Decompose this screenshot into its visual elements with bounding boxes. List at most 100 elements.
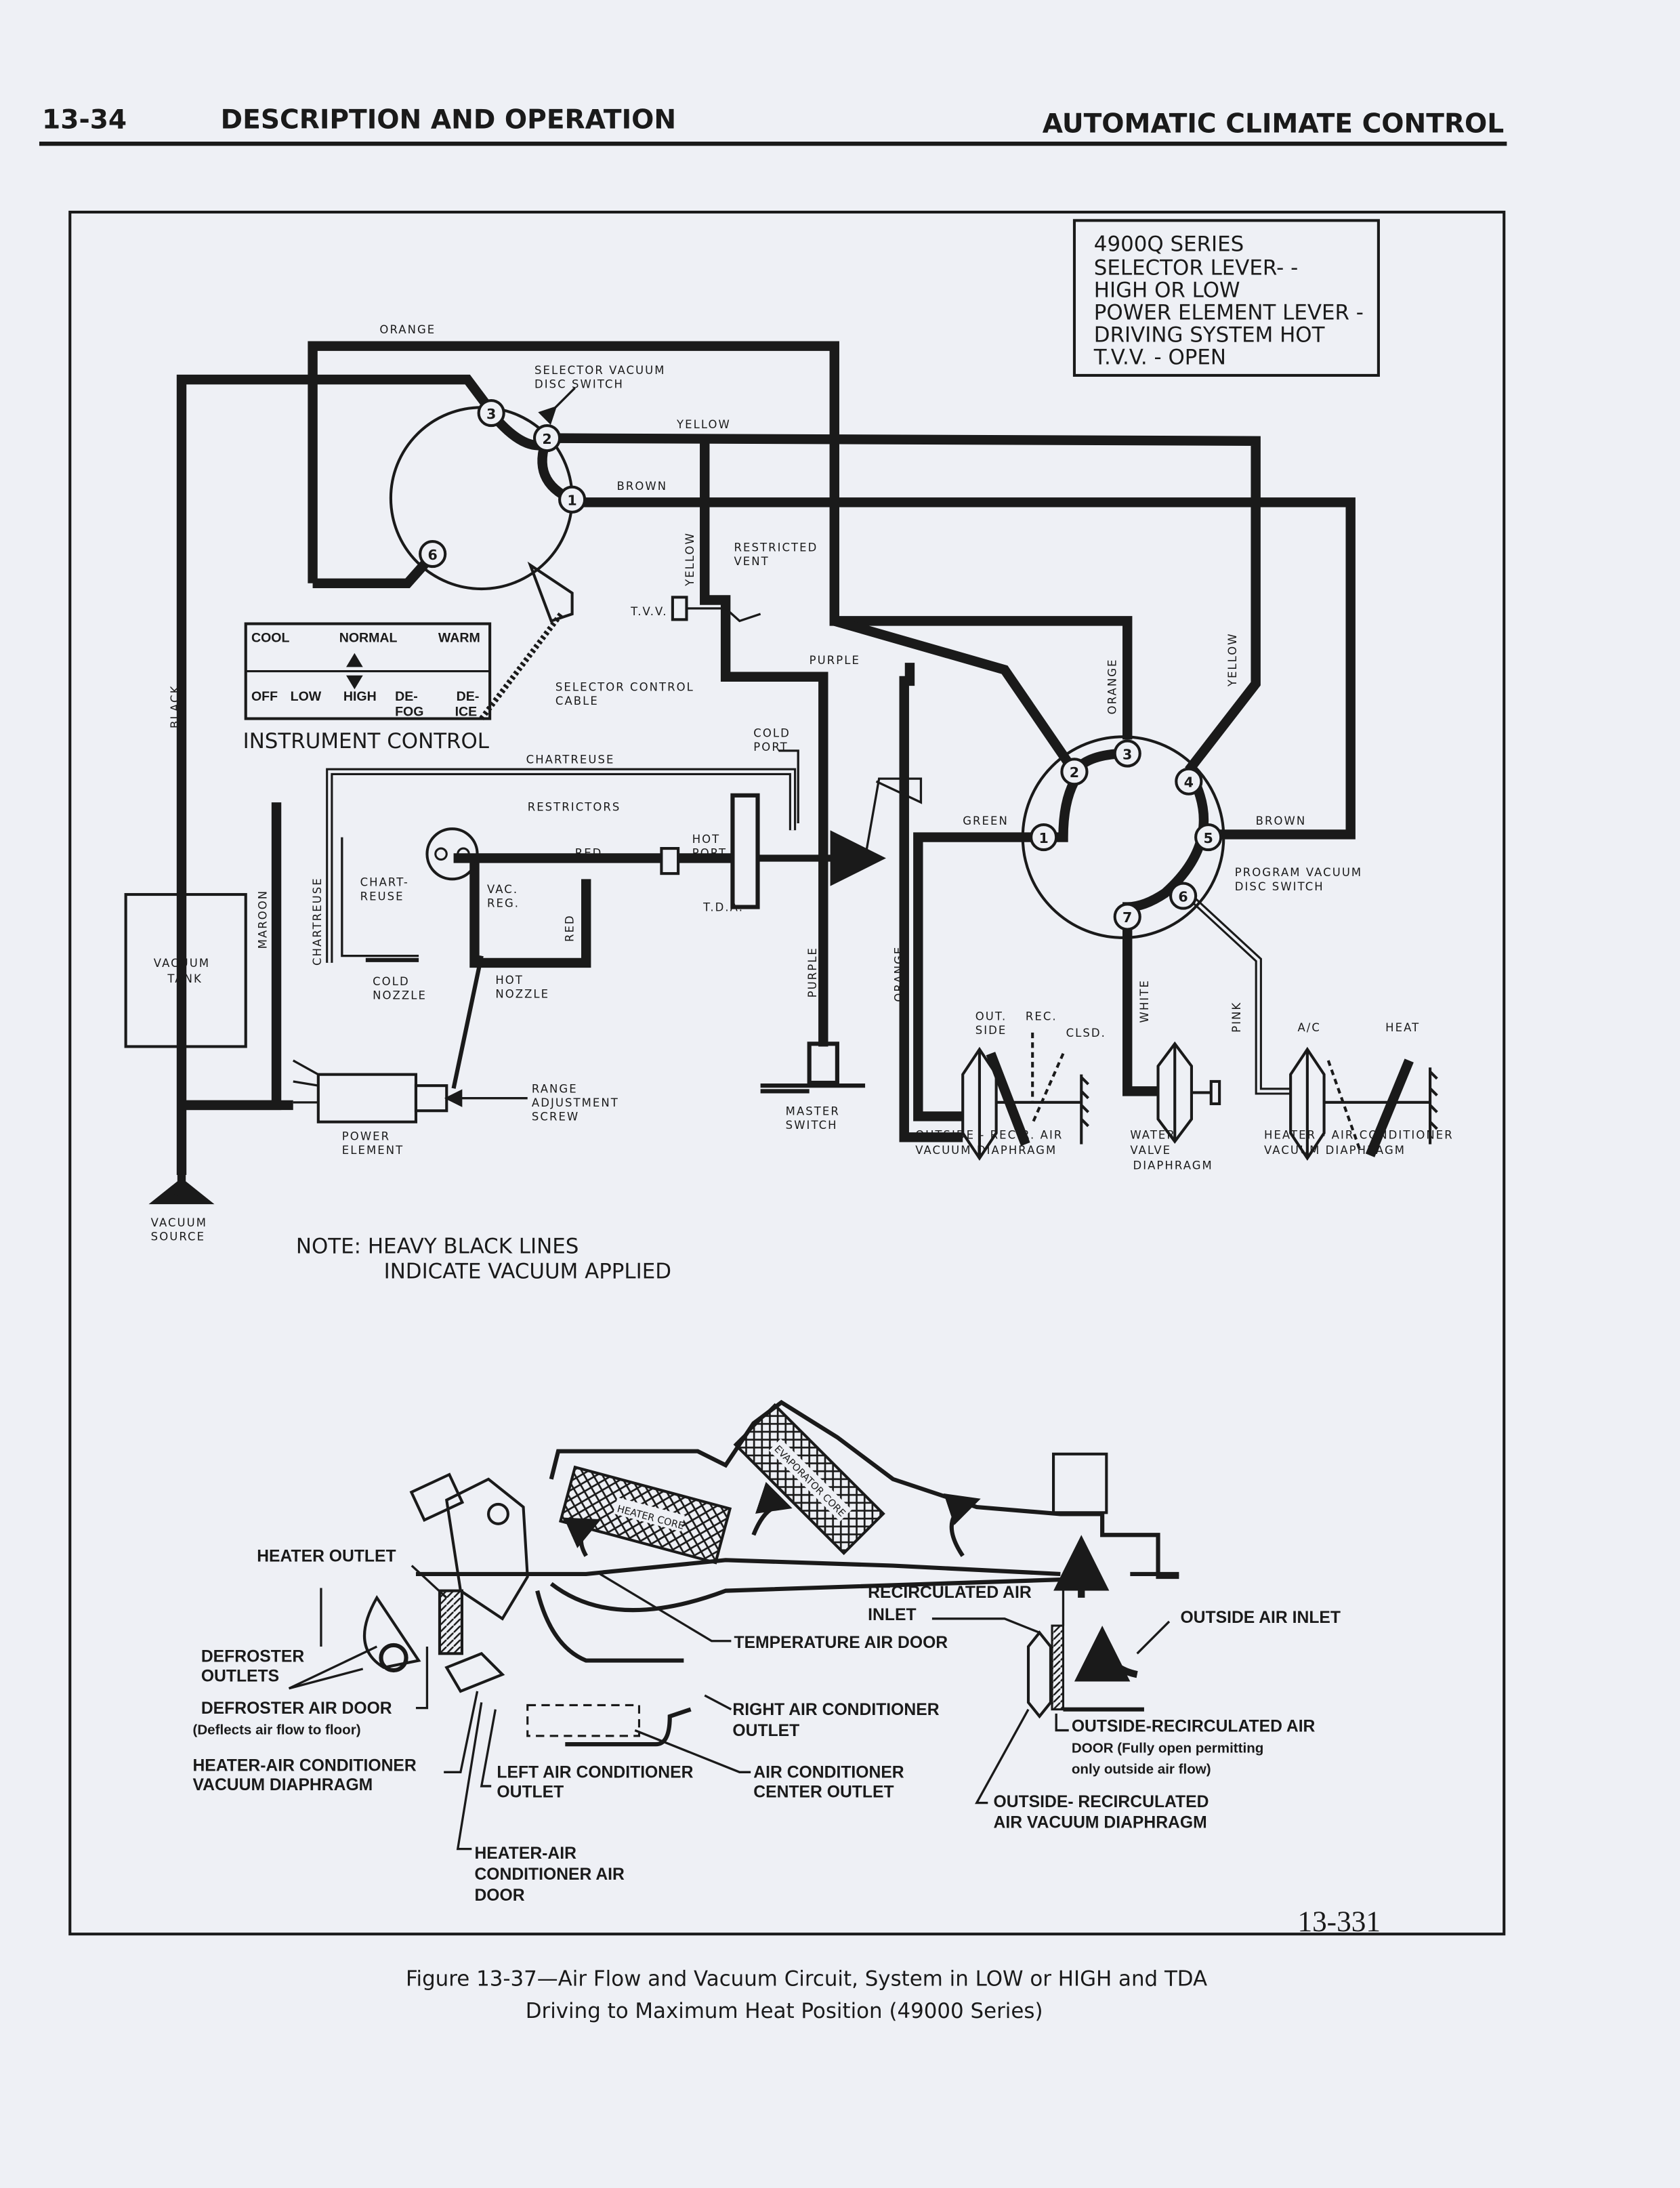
defroster-air-door [438,1589,463,1655]
label-heater-ac-diaphragm: VACUUM DIAPHRAGM [1264,1144,1406,1157]
label-left-ac-outlet: LEFT AIR CONDITIONER [497,1764,693,1782]
label-left-ac-outlet: OUTLET [497,1783,564,1801]
vacuum-tank [124,892,247,1048]
port6-line [312,554,434,588]
label-program-switch: DISC SWITCH [1235,880,1324,893]
airflow-arrow-icon [751,1481,793,1536]
label-selector-cable: SELECTOR CONTROL [555,680,694,693]
info-line: SELECTOR LEVER- - [1094,256,1298,281]
label-vacuum-tank: TANK [167,972,202,985]
instrument-control-panel[interactable]: COOL NORMAL WARM OFF LOW HIGH DE- FOG DE… [244,622,492,720]
label-or-diaphragm: OUTSIDE- RECIRCULATED [994,1793,1209,1811]
label-defroster-outlets: OUTLETS [201,1667,279,1685]
label-defroster-outlets: DEFROSTER [201,1648,305,1666]
label-red-vertical: RED [564,914,576,942]
program-port-5: 5 [1203,830,1213,846]
label-temperature-door: TEMPERATURE AIR DOOR [734,1634,948,1652]
label-ac-center-outlet: CENTER OUTLET [753,1783,894,1801]
label-chart-reuse: REUSE [360,890,404,903]
label-or-door: only outside air flow) [1072,1761,1211,1777]
green-line [913,832,1044,1121]
label-yellow-vertical: YELLOW [684,532,696,587]
figure-frame [68,210,1506,1936]
label-tvv: T.V.V. [630,605,667,618]
info-line: HIGH OR LOW [1094,278,1240,303]
label-purple: PURPLE [810,654,860,667]
heater-ac-diaphragm [1289,1046,1438,1161]
label-red: RED [575,846,603,859]
label-outside-inlet: OUTSIDE AIR INLET [1180,1609,1341,1627]
program-port-4: 4 [1184,774,1194,790]
label-heater-ac-vacuum: VACUUM DIAPHRAGM [192,1776,373,1794]
airflow-arrow-icon [1074,1626,1138,1682]
temp-label-normal: NORMAL [339,630,398,645]
label-white-vertical: WHITE [1138,979,1151,1023]
selector-port-1: 1 [567,492,576,508]
label-yellow: YELLOW [676,418,731,431]
vacuum-circuit-diagram: 3 2 1 6 COOL NORMAL WARM OFF LOW HIGH DE… [124,323,1454,1243]
figure-number: 13-331 [1297,1905,1380,1938]
label-water-valve: VALVE [1130,1144,1171,1157]
label-range-screw: RANGE [532,1082,578,1095]
label-heater-ac-diaphragm: HEATER - AIR CONDITIONER [1264,1128,1454,1141]
duct-outline [549,1399,1179,1580]
up-arrow-icon [346,653,363,667]
label-hot-nozzle: NOZZLE [495,987,549,1000]
label-master-switch: SWITCH [786,1119,838,1132]
label-recirc-inlet: INLET [868,1606,916,1624]
label-brown-2: BROWN [1256,814,1307,827]
mode-label-off: OFF [251,689,278,704]
label-selector-switch: DISC SWITCH [534,377,624,390]
tda-diaphragm [730,793,760,909]
label-master-switch: MASTER [786,1105,840,1117]
hot-nozzle-rod [451,955,484,1089]
heater-core: HEATER CORE [558,1465,732,1565]
info-line: DRIVING SYSTEM HOT [1094,323,1325,348]
heater-ac-vacuum-diaphragm [444,1651,505,1693]
vacuum-source-arrow-icon [148,1174,215,1205]
air-flow-diagram: HEATER CORE EVAPORATOR CORE [192,1399,1341,1905]
airflow-arrow-icon [564,1517,602,1557]
label-heat: HEAT [1385,1021,1420,1034]
orange-line [308,341,1133,740]
label-heater-ac-door: HEATER-AIR [474,1844,576,1863]
program-port-7: 7 [1122,909,1132,926]
label-purple-vertical: PURPLE [806,947,819,997]
yellow-vertical-line [700,440,828,1047]
maroon-line [182,802,282,1111]
info-line: 4900Q SERIES [1094,232,1244,257]
label-program-switch: PROGRAM VACUUM [1235,866,1362,879]
mode-label-deice: DE- [457,689,480,704]
red-line [469,862,591,968]
page-header: 13-34 DESCRIPTION AND OPERATION AUTOMATI… [39,104,1507,146]
mode-label-deice: ICE [455,704,478,719]
cold-port-line [778,749,799,823]
label-outside: SIDE [975,1024,1007,1037]
label-orange-vertical-2: ORANGE [1106,659,1119,715]
label-heater-outlet: HEATER OUTLET [257,1547,396,1565]
label-or-diaphragm: AIR VACUUM DIAPHRAGM [994,1814,1207,1832]
label-vac-reg: REG. [487,897,520,910]
program-port-3: 3 [1122,746,1132,762]
program-port2-line [833,616,1078,775]
selector-port-6: 6 [428,547,438,563]
label-clsd: CLSD. [1066,1027,1106,1039]
airflow-arrow-icon [943,1493,981,1557]
label-right-ac-outlet: RIGHT AIR CONDITIONER [732,1701,939,1719]
mode-label-high: HIGH [343,689,377,704]
mode-label-defog: DE- [395,689,418,704]
power-element [292,1059,528,1123]
label-ac-center-outlet: AIR CONDITIONER [753,1764,904,1782]
label-maroon-vertical: MAROON [257,890,270,949]
tda-linkage [864,777,923,859]
defroster-outlet [363,1594,421,1670]
orange-lower-line [899,663,963,1142]
selector-port-3: 3 [486,406,496,422]
chartreuse-cold-line [341,837,419,957]
label-yellow-vertical-2: YELLOW [1226,632,1239,687]
label-green: GREEN [963,814,1009,827]
label-vacuum-source: VACUUM [151,1216,207,1229]
label-orange-vertical: ORANGE [893,946,906,1002]
figure-caption: Figure 13-37—Air Flow and Vacuum Circuit… [406,1966,1207,1991]
